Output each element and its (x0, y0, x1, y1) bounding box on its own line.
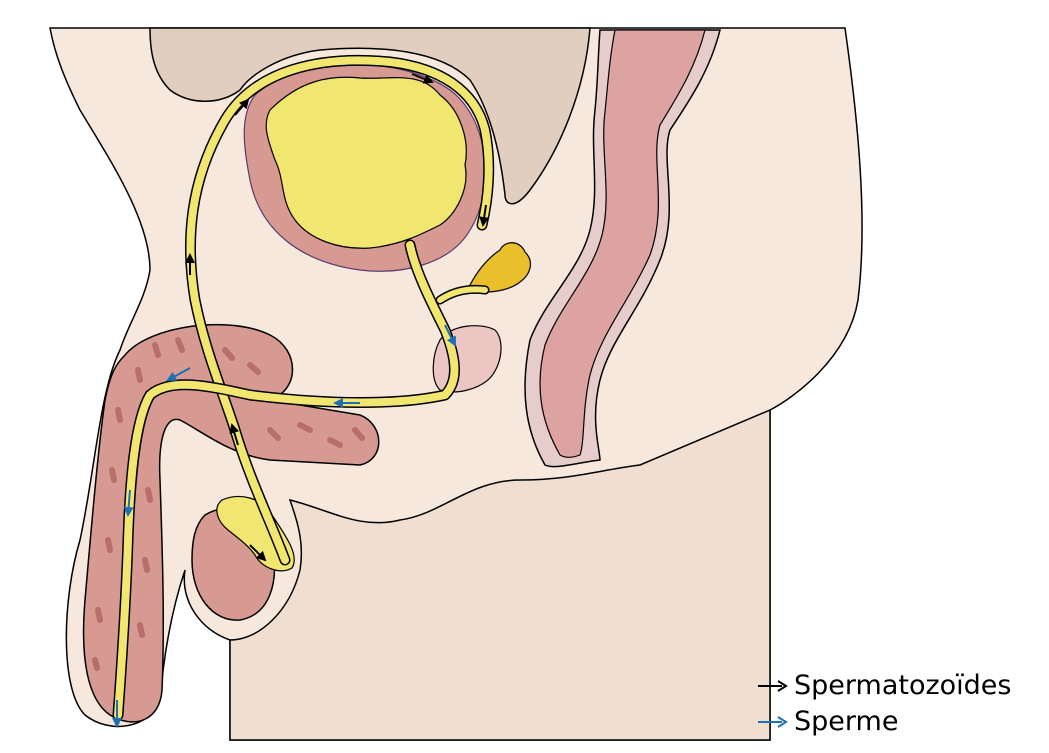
pubic-bone (149, 27, 591, 205)
sperm-arrows (185, 73, 490, 562)
legend-label-sperm: Spermatozoïdes (794, 670, 1012, 701)
perineum (229, 408, 771, 741)
legend-item-semen: Sperme (756, 704, 1046, 740)
semen-arrows (112, 324, 456, 728)
blue-arrow-icon (758, 716, 788, 728)
legend: Spermatozoïdes Sperme (756, 668, 1046, 740)
legend-label-semen: Sperme (794, 706, 899, 737)
penis (82, 323, 380, 723)
erectile-tissue (92, 337, 365, 671)
rectum (539, 29, 706, 458)
black-arrow-icon (758, 680, 788, 692)
legend-item-sperm: Spermatozoïdes (756, 668, 1046, 704)
bladder (265, 76, 467, 249)
